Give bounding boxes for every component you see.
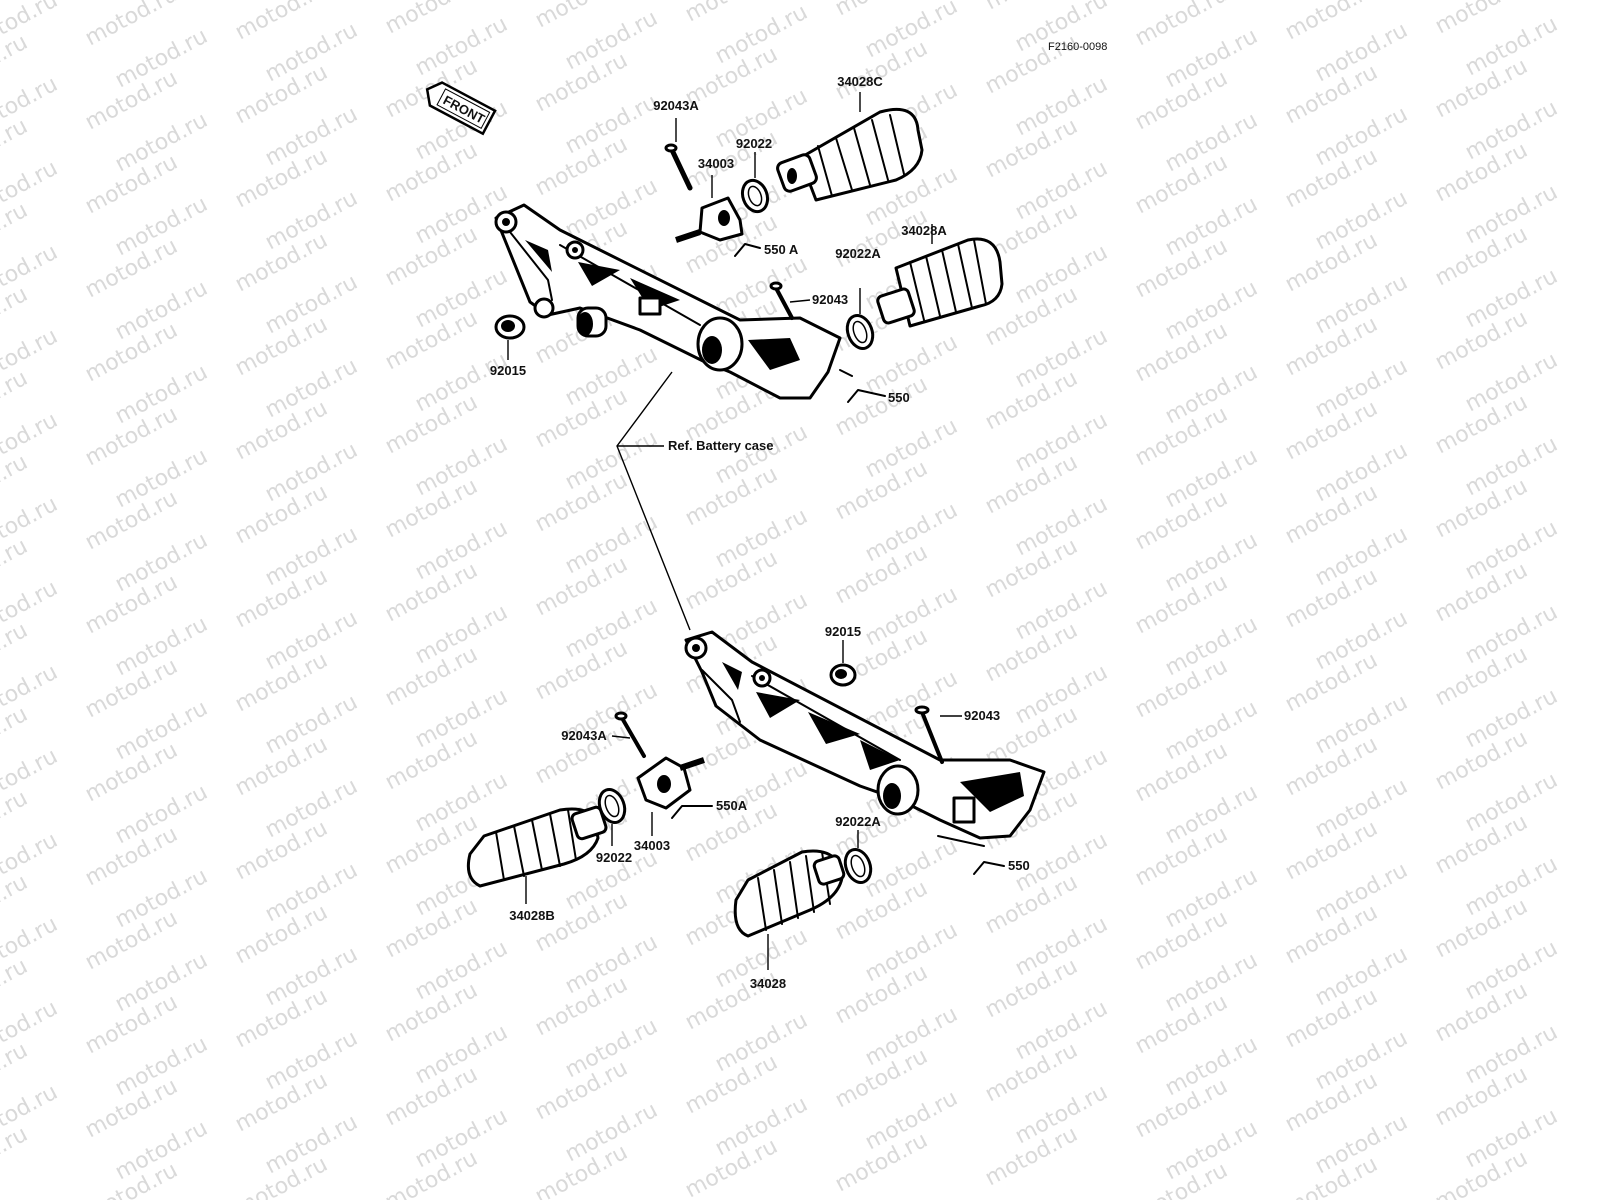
lower-washer-92022 (597, 788, 627, 824)
lower-bolt-92043A (614, 711, 646, 758)
label-upper-92043: 92043 (812, 292, 848, 307)
label-upper-92043A: 92043A (653, 98, 699, 113)
label-upper-34028A: 34028A (901, 223, 947, 238)
label-upper-34028C: 34028C (837, 74, 883, 89)
lower-peg-rubber-34028B (466, 805, 608, 888)
label-upper-92015: 92015 (490, 363, 526, 378)
lower-cotter-pin-550A (671, 805, 713, 819)
upper-bushing-92015 (494, 314, 526, 340)
reference-connector (616, 371, 691, 631)
label-upper-92022A: 92022A (835, 246, 881, 261)
lower-peg-mount-34003 (636, 756, 705, 810)
label-upper-34003: 34003 (698, 156, 734, 171)
watermark-text: motod.ru (0, 1122, 32, 1191)
label-lower-34003: 34003 (634, 838, 670, 853)
label-lower-92015: 92015 (825, 624, 861, 639)
upper-peg-rubber-34028A (876, 237, 1004, 328)
label-lower-92022A: 92022A (835, 814, 881, 829)
lower-footpeg-assembly: 92015 92043A 92043 34003 550A (466, 624, 1046, 991)
label-upper-550: 550 (888, 390, 910, 405)
label-lower-34028B: 34028B (509, 908, 555, 923)
lower-washer-92022A (843, 848, 873, 884)
lower-cotter-pin-550 (973, 861, 1005, 875)
label-lower-550: 550 (1008, 858, 1030, 873)
label-upper-550A: 550 A (764, 242, 799, 257)
label-upper-92022: 92022 (736, 136, 772, 151)
label-lower-92043: 92043 (964, 708, 1000, 723)
upper-peg-rubber-34028C (776, 107, 924, 202)
lower-bolt-92043 (914, 705, 944, 764)
upper-peg-mount-34003 (675, 196, 744, 243)
label-lower-34028: 34028 (750, 976, 786, 991)
label-lower-550A: 550A (716, 798, 748, 813)
upper-cotter-pin-550 (847, 389, 886, 403)
upper-washer-92022 (740, 178, 770, 214)
label-lower-92043A: 92043A (561, 728, 607, 743)
upper-bracket-frame (494, 203, 853, 400)
upper-bolt-92043 (769, 281, 794, 320)
lower-bracket-frame (684, 630, 1046, 847)
upper-footpeg-assembly: 92015 92043A 34003 92022 550 A (490, 74, 1004, 405)
diagram-code: F2160-0098 (1048, 41, 1107, 53)
upper-cotter-pin-550A (734, 243, 761, 257)
upper-washer-92022A (845, 314, 875, 350)
lower-peg-rubber-34028 (733, 849, 846, 938)
lower-bushing-92015 (829, 663, 857, 687)
label-lower-92022: 92022 (596, 850, 632, 865)
upper-bolt-92043A (664, 143, 693, 191)
reference-note: Ref. Battery case (668, 438, 774, 453)
